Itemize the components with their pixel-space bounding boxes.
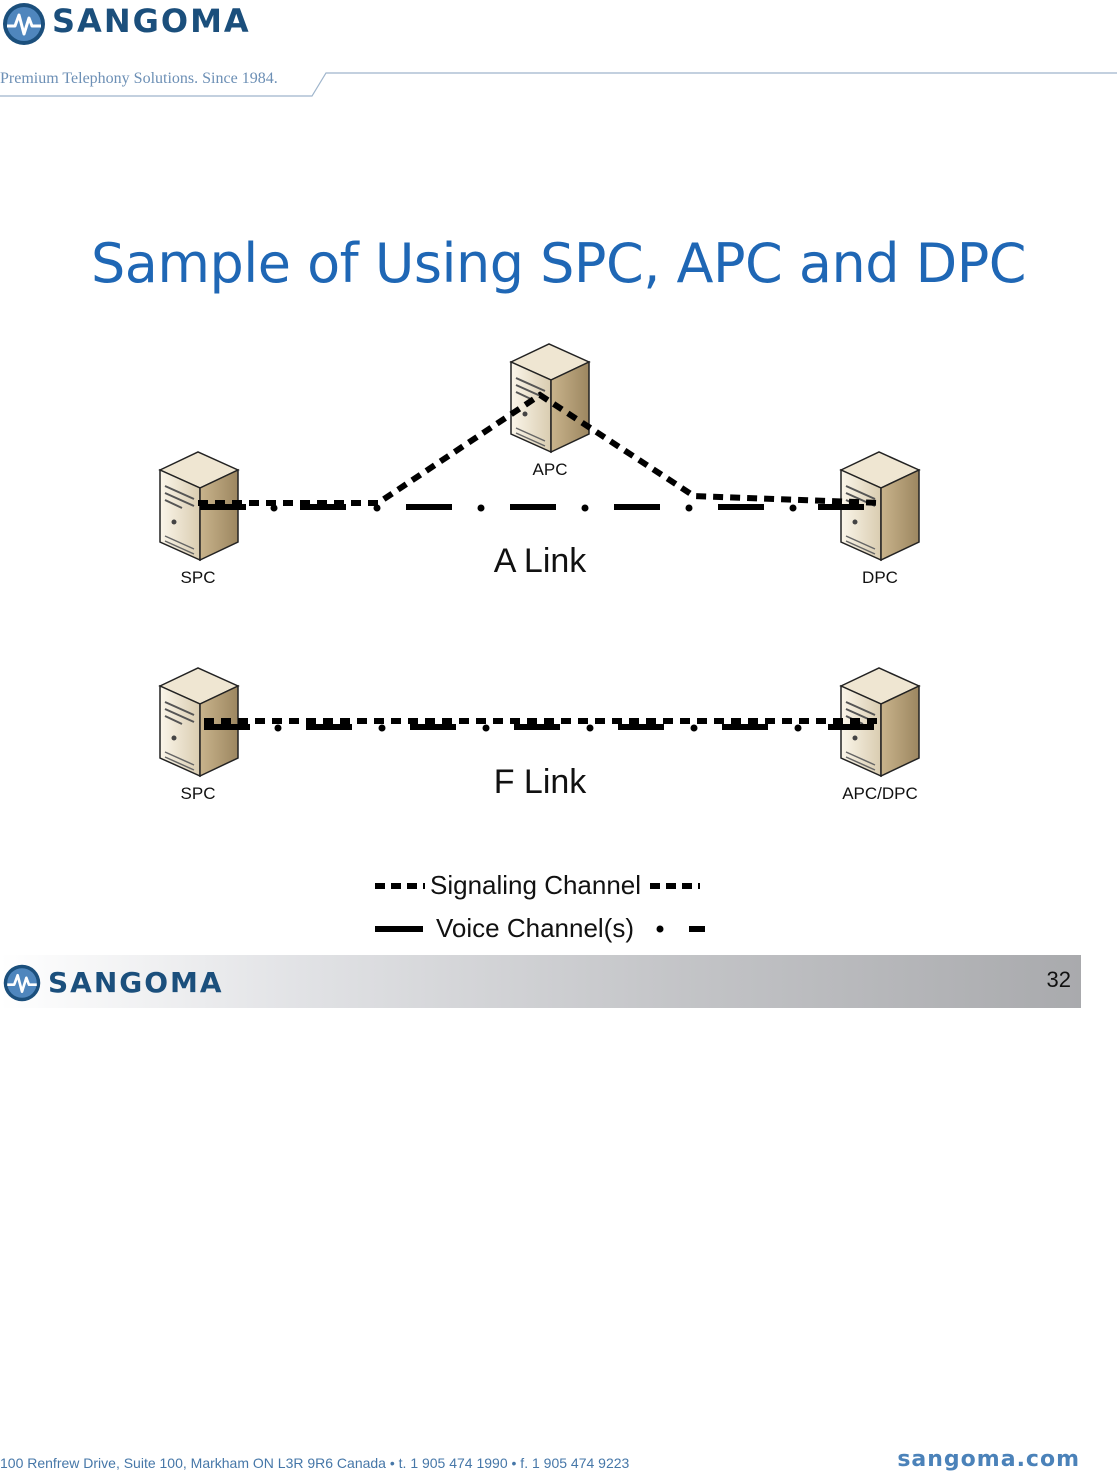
footer-logo: SANGOMA xyxy=(2,963,262,1003)
label-apc: APC xyxy=(533,460,568,479)
legend-voice-label: Voice Channel(s) xyxy=(436,913,634,943)
label-spc: SPC xyxy=(181,568,216,587)
sangoma-globe-icon xyxy=(3,3,45,45)
brand-name: SANGOMA xyxy=(52,2,251,40)
label-f-spc: SPC xyxy=(181,784,216,803)
a-link-dots xyxy=(270,504,797,512)
legend-signaling-label: Signaling Channel xyxy=(430,870,641,900)
label-dpc: DPC xyxy=(862,568,898,587)
header-divider xyxy=(0,72,1117,97)
sangoma-globe-icon xyxy=(3,964,41,1002)
footer-brand-name: SANGOMA xyxy=(48,966,224,999)
legend-voice-dot xyxy=(656,925,664,933)
f-link-label: F Link xyxy=(494,763,588,801)
label-apc-dpc: APC/DPC xyxy=(842,784,918,803)
slide-title: Sample of Using SPC, APC and DPC xyxy=(90,232,1027,295)
a-link-signaling-channel xyxy=(198,391,882,506)
header-logo: SANGOMA xyxy=(0,0,300,48)
a-link-label: A Link xyxy=(494,542,588,580)
f-link-dots xyxy=(274,724,802,732)
website-link[interactable]: sangoma.com xyxy=(897,1447,1080,1472)
legend: Signaling Channel Voice Channel(s) xyxy=(375,870,705,943)
server-apc-icon xyxy=(510,343,590,453)
slide-footer-bar: SANGOMA 32 xyxy=(0,955,1081,1008)
tagline: Premium Telephony Solutions. Since 1984. xyxy=(0,70,278,87)
network-diagram: SPC APC DPC A Link SPC APC/DPC F Link Si… xyxy=(159,343,920,943)
slide-number: 32 xyxy=(1046,967,1071,992)
company-address: 100 Renfrew Drive, Suite 100, Markham ON… xyxy=(0,1455,630,1471)
